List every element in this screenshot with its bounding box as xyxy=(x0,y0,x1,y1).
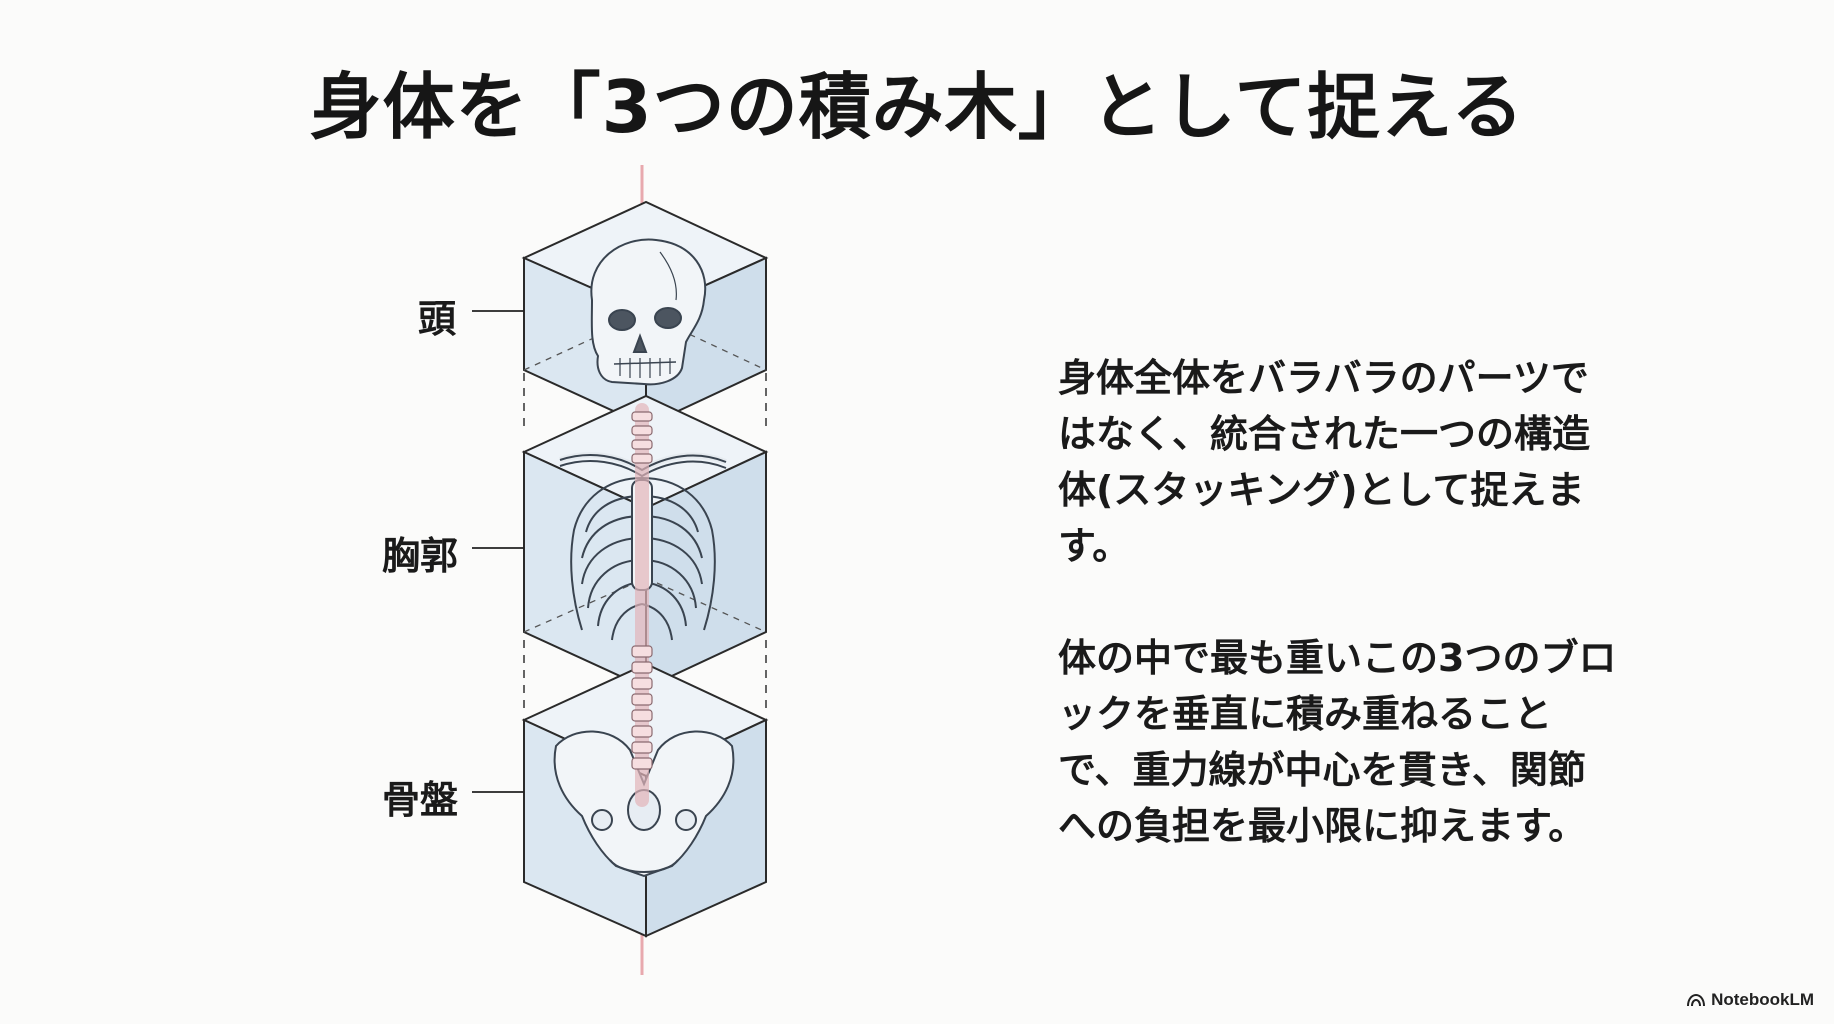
spine-icon xyxy=(631,403,653,807)
skull-icon xyxy=(590,238,707,386)
label-head: 頭 xyxy=(418,297,457,341)
notebooklm-logo-icon xyxy=(1687,993,1706,1007)
stacked-blocks-illustration xyxy=(472,165,769,975)
thorax-block xyxy=(521,394,769,690)
head-block xyxy=(521,200,769,428)
brand-name: NotebookLM xyxy=(1711,990,1814,1009)
label-leaders xyxy=(472,310,524,793)
description-paragraph-1: 身体全体をバラバラのパーツではなく、統合された一つの構造体(スタッキング)として… xyxy=(1058,356,1591,568)
label-pelvis: 骨盤 xyxy=(382,778,459,822)
label-thorax: 胸郭 xyxy=(382,534,459,578)
block-connectors xyxy=(523,358,767,710)
pelvis-block xyxy=(521,662,769,938)
description-paragraph-2: 体の中で最も重いこの3つのブロックを垂直に積み重ねることで、重力線が中心を貫き、… xyxy=(1058,636,1617,848)
description-panel: 身体全体をバラバラのパーツではなく、統合された一つの構造体(スタッキング)として… xyxy=(1058,350,1618,910)
brand-watermark: NotebookLM xyxy=(1687,990,1814,1010)
stacked-blocks-diagram: 頭 胸郭 骨盤 xyxy=(360,160,820,980)
slide-title: 身体を「3つの積み木」として捉える xyxy=(309,65,1525,149)
